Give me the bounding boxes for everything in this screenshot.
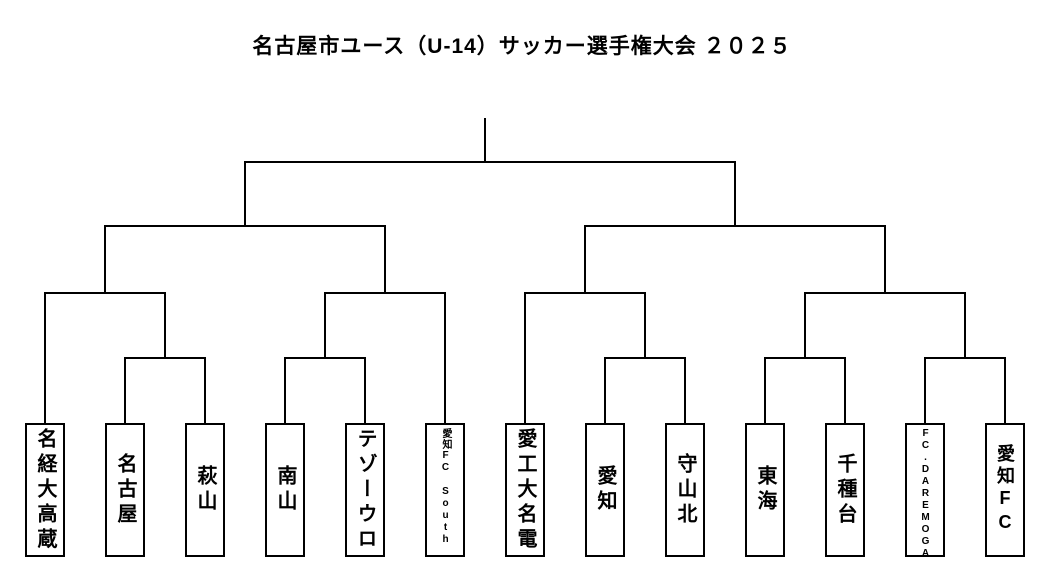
team-box-3: 萩山 — [185, 423, 225, 557]
team-name: 萩山 — [194, 465, 216, 515]
bracket-tree-path — [44, 118, 1006, 425]
team-box-4: 南山 — [265, 423, 305, 557]
team-name: 千種台 — [834, 452, 856, 528]
page-title: 名古屋市ユース（U-14）サッカー選手権大会 ２０２５ — [252, 35, 792, 58]
team-box-12: FC.DAREMOGA — [905, 423, 945, 560]
team-name: FC.DAREMOGA — [920, 428, 931, 560]
team-box-11: 千種台 — [825, 423, 865, 557]
team-name: 愛工大名電 — [514, 427, 536, 553]
team-name: 愛知 — [594, 465, 616, 515]
team-name: 愛知FC — [995, 444, 1015, 536]
team-name: 名経大高蔵 — [34, 427, 56, 553]
team-box-8: 愛知 — [585, 423, 625, 557]
team-name: 守山北 — [674, 452, 696, 528]
team-box-2: 名古屋 — [105, 423, 145, 557]
team-box-6: 愛知FC South — [425, 423, 465, 557]
team-name: テゾーウロ — [354, 427, 376, 553]
team-name: 南山 — [274, 465, 296, 515]
team-box-1: 名経大高蔵 — [25, 423, 65, 557]
team-box-7: 愛工大名電 — [505, 423, 545, 557]
team-box-13: 愛知FC — [985, 423, 1025, 557]
team-box-10: 東海 — [745, 423, 785, 557]
team-box-9: 守山北 — [665, 423, 705, 557]
team-name: 愛知FC South — [440, 428, 451, 546]
team-name: 東海 — [754, 465, 776, 515]
team-name: 名古屋 — [114, 452, 136, 528]
team-box-5: テゾーウロ — [345, 423, 385, 557]
